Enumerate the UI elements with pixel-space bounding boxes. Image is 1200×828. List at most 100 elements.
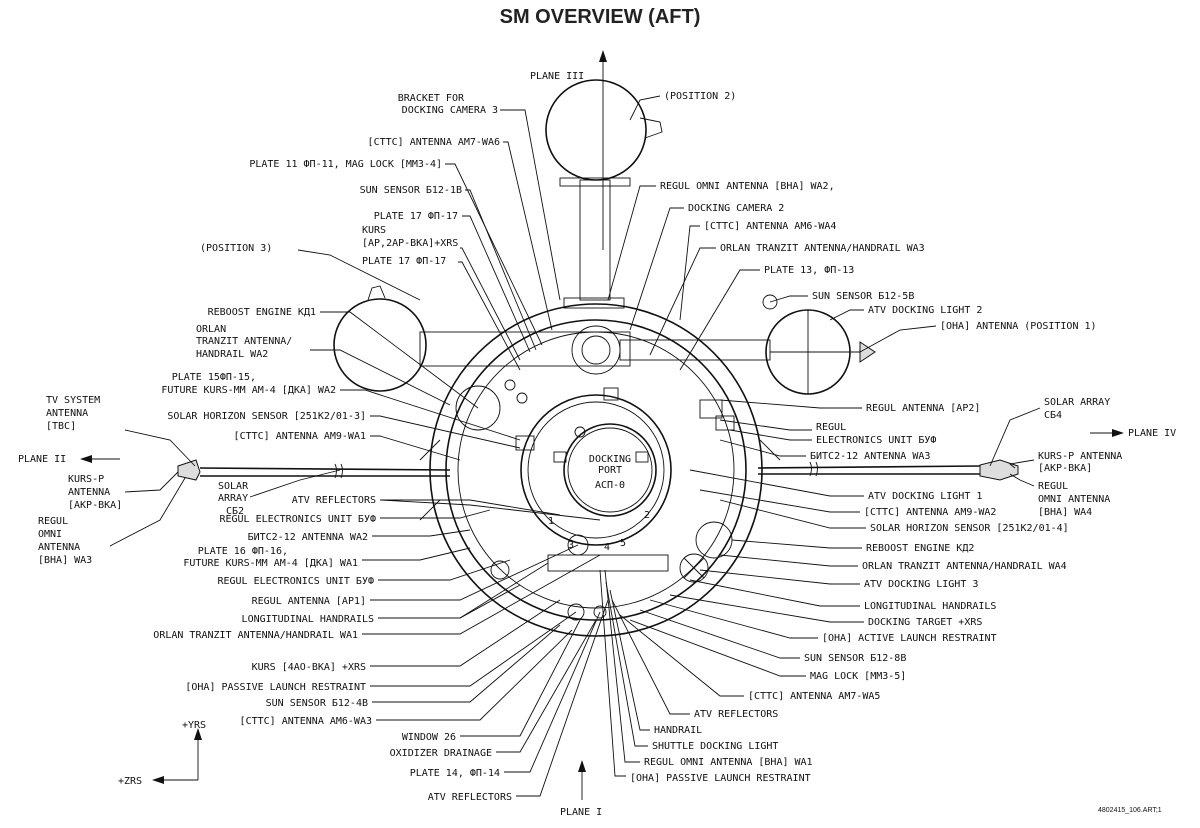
label: OMNI ANTENNA — [1038, 494, 1110, 505]
label: SOLAR HORIZON SENSOR [251К2/01-4] — [870, 523, 1069, 534]
label: [AKP-BKA] — [68, 500, 122, 511]
label: PLATE 14, ФП-14 — [410, 768, 500, 779]
port-line-1: DOCKING — [589, 454, 631, 465]
label: WINDOW 26 — [402, 732, 456, 743]
body-details — [419, 297, 781, 621]
label: ORLAN TRANZIT ANTENNA/HANDRAIL WA3 — [720, 243, 925, 254]
label: DOCKING TARGET +XRS — [868, 617, 982, 628]
label: ELECTRONICS UNIT БУФ — [816, 435, 936, 446]
label: SUN SENSOR Б12-4В — [266, 698, 368, 709]
leader-lines-right — [599, 95, 1041, 777]
label: [ОНА] PASSIVE LAUNCH RESTRAINT — [630, 773, 811, 784]
plane-1-label: PLANE I — [560, 807, 602, 818]
port-line-2: PORT — [598, 465, 622, 476]
marker-number: 2 — [644, 510, 650, 521]
label: ARRAY — [218, 493, 248, 504]
label: [СТТС] ANTENNA AM9-WA1 — [234, 431, 366, 442]
label: [ОНА] ANTENNA (POSITION 1) — [940, 321, 1097, 332]
label: PLATE 17 ФП-17 — [374, 211, 458, 222]
label: [СТТС] ANTENNA AM6-WA4 — [704, 221, 836, 232]
label: (POSITION 2) — [664, 91, 736, 102]
label: PLATE 11 ФП-11, MAG LOCK [MM3-4] — [249, 159, 442, 170]
label: [СТТС] ANTENNA AM6-WA3 — [240, 716, 372, 727]
label: SOLAR ARRAY — [1044, 397, 1110, 408]
label: ORLAN TRANZIT ANTENNA/HANDRAIL WA1 — [153, 630, 358, 641]
label: DOCKING CAMERA 3 — [402, 105, 498, 116]
label: OMNI — [38, 529, 62, 540]
drawing-reference: 4802415_106.ART;1 — [1098, 807, 1162, 814]
labels: PLANE III PLANE I PLANE II PLANE IV +YRS… — [18, 71, 1176, 818]
plane-arrows — [80, 50, 1124, 800]
label: HANDRAIL — [654, 725, 702, 736]
label: FUTURE KURS-MM AM-4 [ДКА] WA1 — [183, 558, 358, 569]
service-module-body — [429, 303, 763, 637]
label: KURS [4AO-BKA] +XRS — [252, 662, 366, 673]
position-1-antenna — [619, 294, 876, 395]
label: REGUL OMNI ANTENNA [ВНА] WA1 — [644, 757, 813, 768]
label: REGUL — [816, 422, 846, 433]
label: ANTENNA — [38, 542, 80, 553]
label: ANTENNA — [46, 408, 88, 419]
port-line-3: АСП-0 — [595, 480, 625, 491]
boom-break-marks — [334, 461, 818, 479]
label: PLATE 16 ФП-16, — [198, 546, 288, 557]
label: СБ2 — [226, 506, 244, 517]
label: MAG LOCK [MM3-5] — [810, 671, 906, 682]
label: ATV DOCKING LIGHT 2 — [868, 305, 982, 316]
axis-z-label: +ZRS — [118, 776, 142, 787]
axis-y-label: +YRS — [182, 720, 206, 731]
label: (POSITION 3) — [200, 243, 272, 254]
label: REGUL ELECTRONICS UNIT БУФ — [217, 576, 374, 587]
plane-2-label: PLANE II — [18, 454, 66, 465]
label: [AP,2AP-BKA]+XRS — [362, 238, 458, 249]
label: SOLAR — [218, 481, 249, 492]
label: [ВНА] WA3 — [38, 555, 92, 566]
label: REBOOST ENGINE КД1 — [208, 307, 316, 318]
label: [ОНА] ACTIVE LAUNCH RESTRAINT — [822, 633, 997, 644]
plane-4-label: PLANE IV — [1128, 428, 1176, 439]
plane-3-label: PLANE III — [530, 71, 584, 82]
label: KURS — [362, 225, 386, 236]
label: REGUL ANTENNA [AP1] — [252, 596, 366, 607]
label: BRACKET FOR — [398, 93, 465, 104]
label: БИТС2-12 ANTENNA WA2 — [248, 532, 368, 543]
label: ATV DOCKING LIGHT 3 — [864, 579, 978, 590]
label: [AKP-BKA] — [1038, 463, 1092, 474]
coordinate-axes — [152, 728, 202, 784]
label: OXIDIZER DRAINAGE — [390, 748, 492, 759]
position-2-module — [545, 79, 663, 301]
label: ATV REFLECTORS — [428, 792, 512, 803]
label: REBOOST ENGINE КД2 — [866, 543, 974, 554]
marker-number: 1 — [548, 516, 554, 527]
label: ATV DOCKING LIGHT 1 — [868, 491, 982, 502]
label: [ОНА] PASSIVE LAUNCH RESTRAINT — [185, 682, 366, 693]
label: ATV REFLECTORS — [694, 709, 778, 720]
label: KURS-P ANTENNA — [1038, 451, 1122, 462]
label: [СТТС] ANTENNA AM7-WA6 — [368, 137, 500, 148]
label: DOCKING CAMERA 2 — [688, 203, 784, 214]
label: REGUL — [1038, 481, 1068, 492]
label: ORLAN — [196, 324, 226, 335]
label: СБ4 — [1044, 410, 1062, 421]
label: REGUL ELECTRONICS UNIT БУФ — [219, 514, 376, 525]
label: PLATE 17 ФП-17 — [362, 256, 446, 267]
label: ORLAN TRANZIT ANTENNA/HANDRAIL WA4 — [862, 561, 1067, 572]
label: ANTENNA — [68, 487, 110, 498]
marker-number: 3 — [568, 540, 574, 551]
label: REGUL OMNI ANTENNA [ВНА] WA2, — [660, 181, 835, 192]
label: HANDRAIL WA2 — [196, 349, 268, 360]
label: PLATE 15ФП-15, — [172, 372, 256, 383]
label: SUN SENSOR Б12-5В — [812, 291, 914, 302]
label: PLATE 13, ФП-13 — [764, 265, 854, 276]
label: SUN SENSOR Б12-1В — [360, 185, 462, 196]
label: SOLAR HORIZON SENSOR [251К2/01-3] — [167, 411, 366, 422]
label: KURS-P — [68, 474, 104, 485]
marker-number: 4 — [604, 542, 610, 553]
label: TRANZIT ANTENNA/ — [196, 336, 292, 347]
label: [ТВС] — [46, 421, 76, 432]
label: REGUL ANTENNA [AP2] — [866, 403, 980, 414]
label: LONGITUDINAL HANDRAILS — [242, 614, 374, 625]
label: [СТТС] ANTENNA AM9-WA2 — [864, 507, 996, 518]
label: [ВНА] WA4 — [1038, 507, 1092, 518]
